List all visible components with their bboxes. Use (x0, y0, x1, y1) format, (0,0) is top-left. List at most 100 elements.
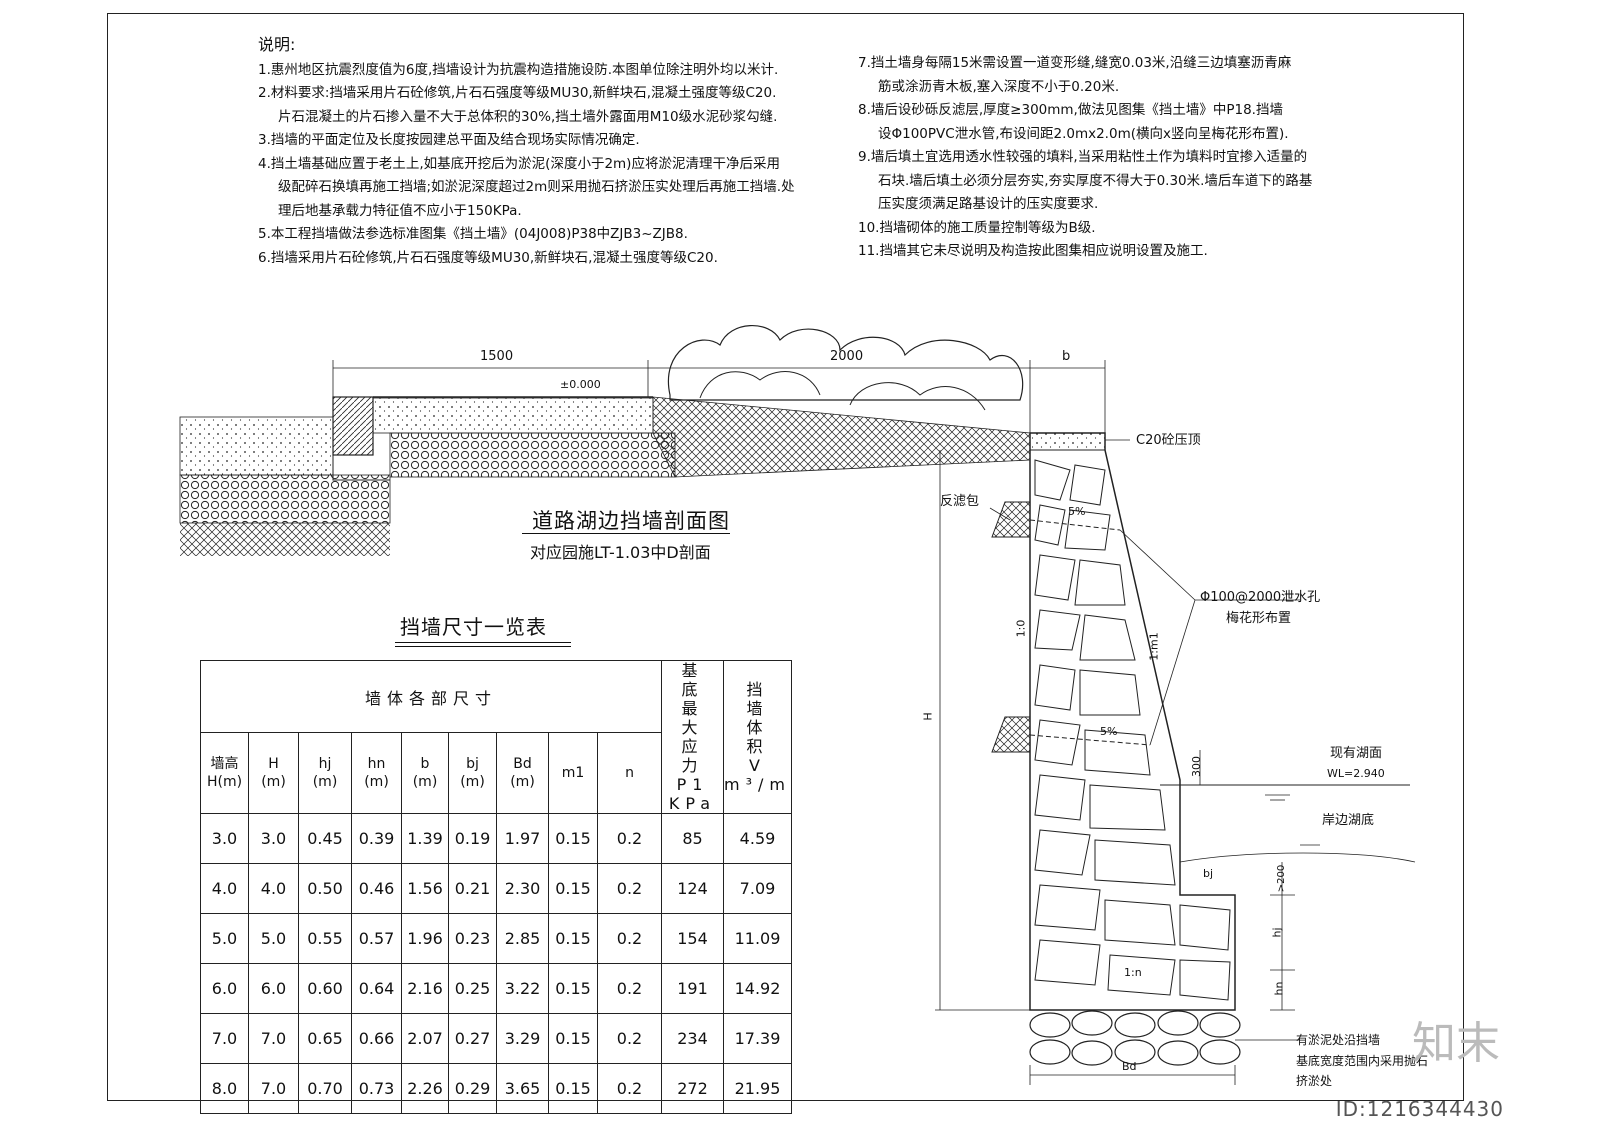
table-cell: 272 (661, 1063, 724, 1114)
note-left-line: 理后地基承载力特征值不应小于150KPa. (278, 202, 522, 219)
table-cell: 4.59 (723, 813, 792, 864)
note-right-line: 筋或涂沥青木板,塞入深度不小于0.20米. (878, 78, 1120, 95)
dim-1500: 1500 (480, 349, 514, 364)
lake-bottom-label: 岸边湖底 (1322, 813, 1375, 828)
stress-header: 基底最大应力 P1 KPa (661, 660, 724, 814)
table-cell: 7.0 (248, 1013, 299, 1064)
note-right-line: 7.挡土墙身每隔15米需设置一道变形缝,缝宽0.03米,沿缝三边填塞沥青麻 (858, 55, 1292, 71)
section-title-underline (522, 533, 730, 534)
table-cell: 6.0 (200, 963, 249, 1014)
table-cell: 2.16 (401, 963, 449, 1014)
table-cell: 0.60 (298, 963, 352, 1014)
table-cell: 3.65 (496, 1063, 549, 1114)
note-right-line: 石块.墙后填土必须分层夯实,夯实厚度不得大于0.30米.墙后车道下的路基 (878, 172, 1313, 189)
elevation-zero: ±0.000 (560, 378, 601, 391)
table-title-underline (395, 642, 571, 643)
column-header-unit: (m) (412, 774, 438, 791)
table-cell: 0.2 (597, 863, 662, 914)
table-cell: 0.65 (298, 1013, 352, 1064)
dim-hj: hj (1270, 927, 1284, 938)
note-base-2: 基底宽度范围内采用抛石 (1296, 1054, 1429, 1068)
column-header-name: H (268, 756, 279, 773)
column-header-name: n (625, 765, 634, 782)
table-cell: 0.70 (298, 1063, 352, 1114)
table-cell: 7.0 (248, 1063, 299, 1114)
notes-left: 说明: 1.惠州地区抗震烈度值为6度,挡墙设计为抗震构造措施设防.本图单位除注明… (258, 33, 795, 270)
note-right-line: 10.挡墙砌体的施工质量控制等级为B级. (858, 219, 1096, 236)
table-cell: 3.29 (496, 1013, 549, 1064)
table-cell: 0.19 (448, 813, 497, 864)
table-cell: 3.22 (496, 963, 549, 1014)
column-header-name: hn (367, 756, 386, 773)
column-header-unit: (m) (261, 774, 286, 791)
column-header-name: bj (466, 756, 479, 773)
stress-header-text: 基底最大应力 (681, 661, 704, 775)
table-cell: 0.21 (448, 863, 497, 914)
table-cell: 0.57 (351, 913, 402, 964)
column-header-unit: (m) (510, 774, 535, 791)
column-header: n (597, 732, 662, 814)
ratio-back: 1:m1 (1147, 632, 1161, 661)
notes-left-lines: 1.惠州地区抗震烈度值为6度,挡墙设计为抗震构造措施设防.本图单位除注明外均以米… (258, 59, 795, 271)
table-cell: 0.27 (448, 1013, 497, 1064)
note-right-line: 8.墙后设砂砾反滤层,厚度≥300mm,做法见图集《挡土墙》中P18.挡墙 (858, 102, 1283, 118)
notes-heading: 说明: (258, 35, 296, 54)
table-cell: 0.2 (597, 1063, 662, 1114)
column-header-unit: H(m) (206, 774, 243, 791)
section-title: 道路湖边挡墙剖面图 (532, 509, 730, 533)
column-header: b(m) (401, 732, 449, 814)
note-base-1: 有淤泥处沿挡墙 (1296, 1033, 1381, 1047)
table-cell: 4.0 (248, 863, 299, 914)
table-cell: 2.07 (401, 1013, 449, 1064)
table-cell: 2.85 (496, 913, 549, 964)
table-title: 挡墙尺寸一览表 (400, 615, 547, 639)
table-cell: 154 (661, 913, 724, 964)
column-header-name: Bd (513, 756, 532, 773)
note-left-line: 4.挡土墙基础应置于老土上,如基底开挖后为淤泥(深度小于2m)应将淤泥清理干净后… (258, 155, 780, 172)
weep-hole-layout: 梅花形布置 (1226, 611, 1292, 626)
note-right-line: 压实度须满足路基设计的压实度要求. (878, 196, 1099, 212)
group-header: 墙体各部尺寸 (200, 659, 662, 734)
section-subtitle: 对应园施LT-1.03中D剖面 (530, 543, 711, 562)
dim-hn: hn (1272, 981, 1286, 996)
volume-header-text: 挡墙体积 (746, 680, 769, 756)
note-left-line: 3.挡墙的平面定位及长度按园建总平面及结合现场实际情况确定. (258, 132, 640, 148)
table-cell: 0.15 (548, 913, 598, 964)
table-cell: 1.97 (496, 813, 549, 864)
column-header-unit: (m) (460, 774, 485, 791)
table-cell: 1.39 (401, 813, 449, 864)
table-cell: 0.39 (351, 813, 402, 864)
note-left-line: 5.本工程挡墙做法参选标准图集《挡土墙》(04J008)P38中ZJB3~ZJB… (258, 226, 688, 242)
table-cell: 1.56 (401, 863, 449, 914)
dim-Bd: Bd (1122, 1060, 1137, 1073)
stress-header-unit: KPa (668, 794, 717, 813)
table-header-row-1: 墙体各部尺寸 基底最大应力 P1 KPa 挡墙体积 V m³/m (200, 659, 792, 814)
table-cell: 1.96 (401, 913, 449, 964)
table-cell: 0.2 (597, 963, 662, 1014)
table-cell: 7.0 (200, 1013, 249, 1064)
table-cell: 0.2 (597, 813, 662, 864)
weep-hole-label: Φ100@2000泄水孔 (1200, 590, 1321, 605)
table-cell: 0.15 (548, 1013, 598, 1064)
column-header-name: b (420, 756, 430, 773)
column-header: hn(m) (351, 732, 402, 814)
dim-2000: 2000 (830, 349, 864, 364)
table-cell: 5.0 (200, 913, 249, 964)
dim-b: b (1062, 349, 1071, 364)
table-cell: 3.0 (248, 813, 299, 864)
dim-200: >200 (1276, 864, 1288, 893)
label-cap: C20砼压顶 (1136, 433, 1201, 448)
note-left-line: 片石混凝土的片石掺入量不大于总体积的30%,挡土墙外露面用M10级水泥砂浆勾缝. (278, 108, 778, 125)
column-header-name: 墙高 (210, 756, 239, 773)
table-cell: 191 (661, 963, 724, 1014)
note-left-line: 1.惠州地区抗震烈度值为6度,挡墙设计为抗震构造措施设防.本图单位除注明外均以米… (258, 61, 779, 78)
notes-right-lines: 7.挡土墙身每隔15米需设置一道变形缝,缝宽0.03米,沿缝三边填塞沥青麻筋或涂… (858, 52, 1312, 264)
table-cell: 5.0 (248, 913, 299, 964)
